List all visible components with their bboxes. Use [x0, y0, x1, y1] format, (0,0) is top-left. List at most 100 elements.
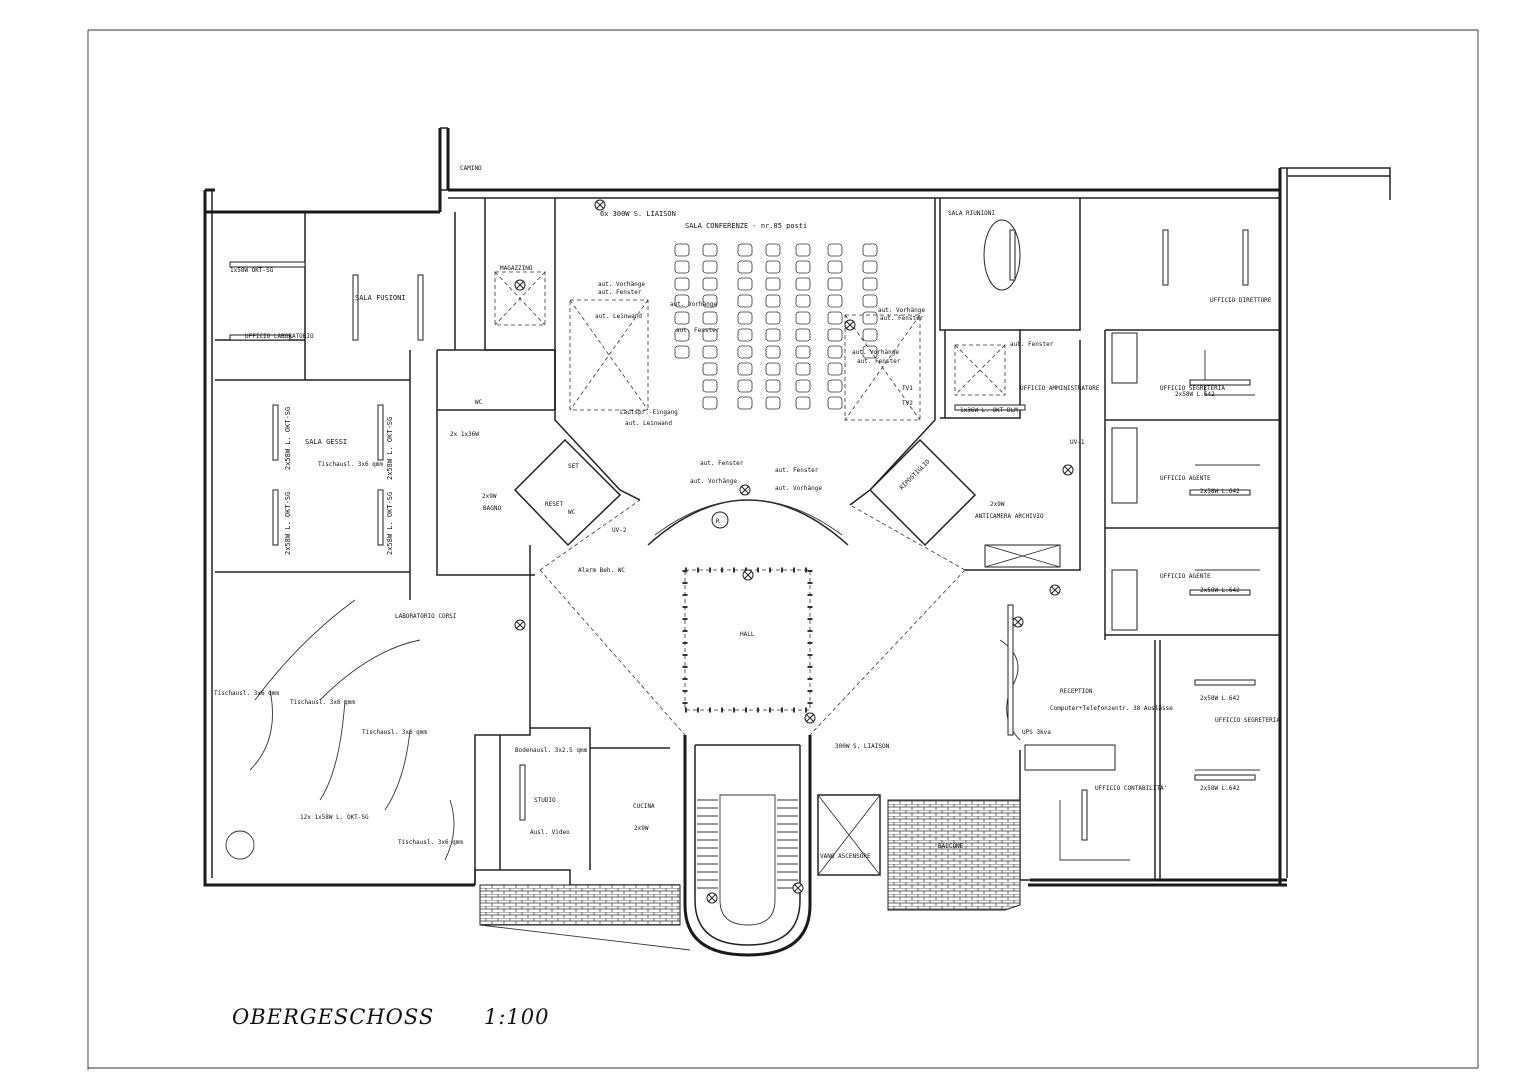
svg-text:R: R [716, 518, 720, 525]
conference-chair [795, 277, 811, 291]
stairwell [683, 735, 881, 957]
label-tischausl-2: Tischausl. 3x6 qmm [290, 699, 355, 706]
label-aut-fenster-2: aut. Fenster [676, 327, 720, 334]
conference-chair [862, 311, 878, 325]
conference-chair [765, 362, 781, 376]
lamp-symbol [739, 484, 751, 496]
label-balcone: BALCONE [938, 843, 964, 850]
conference-chair [702, 379, 718, 393]
label-lamp-l642-2: 2x58W L.642 [1200, 785, 1240, 792]
label-aut-fenster-3: aut. Fenster [880, 315, 924, 322]
label-hall: HALL [740, 631, 755, 638]
conference-chair [827, 379, 843, 393]
conference-chair [765, 311, 781, 325]
label-lamp-okt-v2: 2x58W L. OKT-SG [284, 407, 292, 470]
label-lamp-58-okt: 1x58W OKT-SG [230, 267, 274, 274]
conference-chair [737, 243, 753, 257]
conference-chair [702, 345, 718, 359]
label-lamp-2x9-1: 2x9W [482, 493, 497, 500]
label-tischausl-5: Tischausl. 3x6 qmm [214, 690, 279, 697]
lamp-symbol [514, 619, 526, 631]
conference-chair [765, 379, 781, 393]
sheet-scale: 1:100 [484, 1005, 550, 1029]
conference-chair [737, 260, 753, 274]
label-uv2: UV-2 [612, 527, 627, 534]
label-ufficio-segreteria-2: UFFICIO SEGRETERIA [1215, 717, 1280, 724]
label-tischausl-1: Tischausl. 3x6 qmm [318, 461, 383, 468]
label-laboratorio-corsi: LABORATORIO CORSI [395, 613, 457, 620]
label-lamp-2x36: 2x 1x36W [450, 431, 479, 438]
conference-chair [765, 396, 781, 410]
conference-chair [702, 260, 718, 274]
conference-chair [737, 396, 753, 410]
label-ufficio-laboratorio: UFFICIO LABORATORIO [245, 333, 314, 340]
outer-walls [203, 127, 1391, 887]
conference-chair [795, 396, 811, 410]
label-lamp-l642-1: 2x58W L.642 [1200, 695, 1240, 702]
conference-chair [702, 294, 718, 308]
label-alarm: Alarm Beh. WC [578, 567, 625, 574]
label-cucina: CUCINA [633, 803, 655, 810]
label-camino: CAMINO [460, 165, 482, 172]
conference-chair [862, 328, 878, 342]
conference-chair [737, 328, 753, 342]
conference-chair [674, 311, 690, 325]
conference-chair [827, 328, 843, 342]
conference-chair [737, 311, 753, 325]
conference-chair [702, 328, 718, 342]
conference-chair [827, 362, 843, 376]
label-tischausl-4: Tischausl. 3x6 qmm [398, 839, 463, 846]
conference-chair [862, 243, 878, 257]
label-vano-ascensore: VANO ASCENSORE [820, 853, 871, 860]
label-12x-okt: 12x 1x58W L. OKT-SG [300, 814, 369, 821]
lamp-symbol [1012, 616, 1024, 628]
label-aut-leinwand-1: aut. Leinwand [595, 313, 642, 320]
label-sala-conferenze: SALA CONFERENZE - nr.85 posti [685, 222, 807, 230]
conference-chair [827, 345, 843, 359]
furniture [225, 219, 1260, 861]
label-lamp-l642-3: 2x58W L.642 [1200, 488, 1240, 495]
balcony-right [887, 799, 1021, 911]
label-aut-vorhaenge-4: aut. Vorhänge [852, 349, 899, 356]
label-wc-2: WC [568, 509, 576, 516]
conference-chair [702, 396, 718, 410]
label-aut-fenster-1: aut. Fenster [598, 289, 642, 296]
label-liaison-bottom: 300W S. LIAISON [835, 743, 890, 750]
lamp-symbol [1049, 584, 1061, 596]
label-reception: RECEPTION [1060, 688, 1093, 695]
label-tischausl-3: Tischausl. 3x6 qmm [362, 729, 427, 736]
conference-chair [795, 243, 811, 257]
conference-seating [674, 243, 878, 410]
conference-chair [795, 260, 811, 274]
conference-chair [737, 362, 753, 376]
conference-chair [795, 345, 811, 359]
label-ufficio-segreteria-1: UFFICIO SEGRETERIA [1160, 385, 1225, 392]
label-aut-leinwand-2: aut. Leinwand [625, 420, 672, 427]
lamp-symbol [742, 569, 754, 581]
label-wc-1: WC [475, 399, 483, 406]
label-aut-fenster-4: aut. Fenster [857, 358, 901, 365]
label-studio: STUDIO [534, 797, 556, 804]
conference-chair [674, 328, 690, 342]
label-bagno: BAGNO [483, 505, 501, 512]
lamp-symbol [706, 892, 718, 904]
label-aut-fenster-5: aut. Fenster [700, 460, 744, 467]
conference-chair [827, 277, 843, 291]
label-aut-fenster-6: aut. Fenster [775, 467, 819, 474]
sheet-border [87, 29, 1479, 1070]
label-bodenausl: Bodenausl. 3x2.5 qmm [515, 747, 588, 754]
conference-chair [702, 277, 718, 291]
conference-chair [765, 345, 781, 359]
label-anticamera-archivio: ANTICAMERA ARCHIVIO [975, 513, 1044, 520]
label-ufficio-amministratore: UFFICIO AMMINISTRATORE [1020, 385, 1100, 392]
conference-chair [827, 294, 843, 308]
conference-chair [827, 396, 843, 410]
label-tv2: TV2 [902, 400, 913, 407]
conference-chair [674, 260, 690, 274]
label-aut-vorhaenge-6: aut. Vorhänge [775, 485, 822, 492]
conference-chair [765, 243, 781, 257]
conference-chair [765, 328, 781, 342]
lamp-symbol [514, 279, 526, 291]
label-aut-vorhaenge-5: aut. Vorhänge [690, 478, 737, 485]
